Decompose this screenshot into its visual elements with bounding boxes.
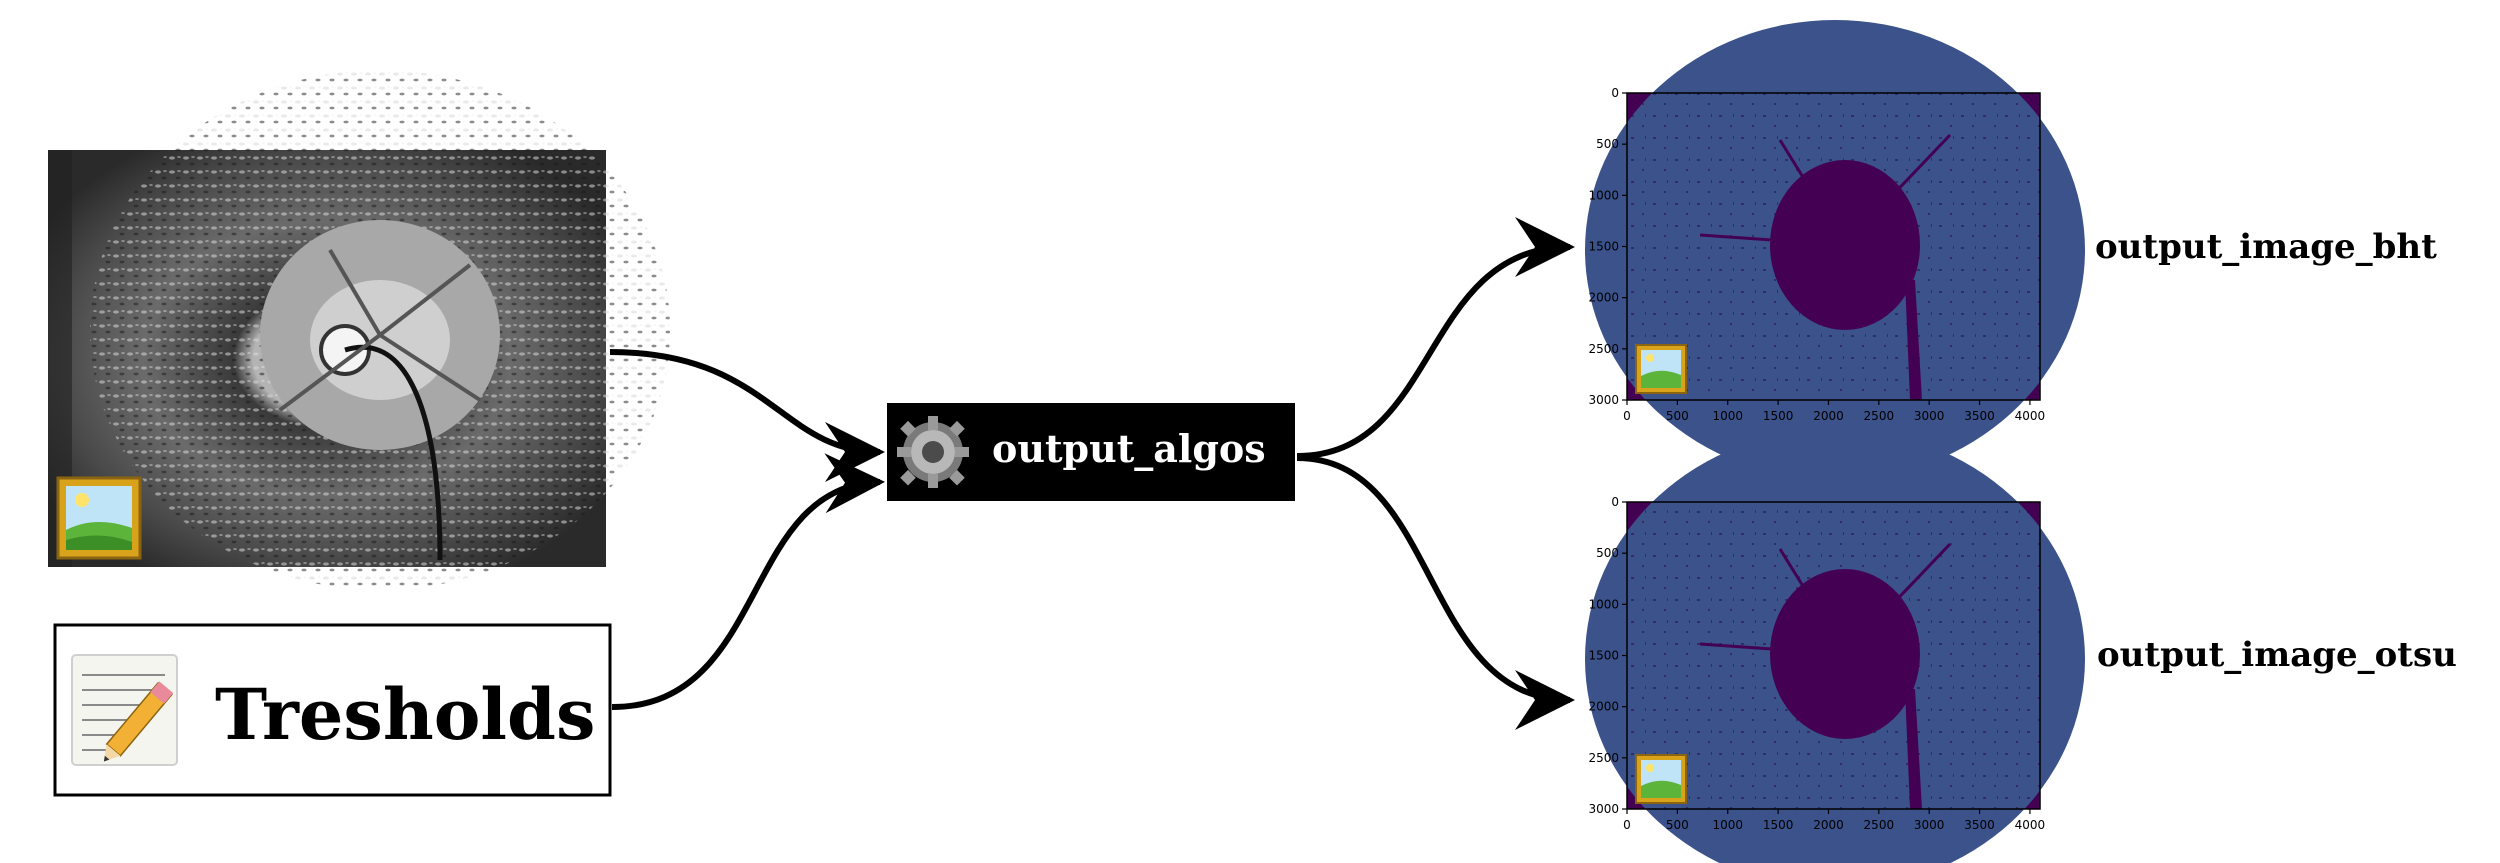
output-bht-plot: 0 500 1000 1500 2000 2500 3000 3500 4000 0 500 1000…: [1585, 20, 2085, 480]
bht-x-tick-label: 4000: [2015, 409, 2046, 423]
bht-y-tick-label: 2500: [1588, 342, 1619, 356]
thresholds-label: Tresholds: [215, 673, 595, 756]
otsu-y-tick-label: 2500: [1588, 751, 1619, 765]
output-otsu-plot: 0 500 1000 1500 2000 2500 3000 3500 4000 0 500 1000…: [1585, 429, 2085, 863]
otsu-x-tick-label: 4000: [2015, 818, 2046, 832]
otsu-y-tick-label: 1500: [1588, 649, 1619, 663]
bht-y-tick-label: 2000: [1588, 291, 1619, 305]
output-bht-axes: 0 500 1000 1500 2000 2500 3000 3500 4000 0 500 1000…: [1588, 86, 2045, 423]
otsu-x-tick-label: 2000: [1813, 818, 1844, 832]
algo-label: output_algos: [992, 426, 1266, 471]
bht-x-tick-label: 2500: [1864, 409, 1895, 423]
bht-x-tick-label: 3500: [1964, 409, 1995, 423]
otsu-x-tick-label: 3500: [1964, 818, 1995, 832]
text-file-pencil-icon: [71, 654, 178, 766]
bht-x-tick-label: 1500: [1763, 409, 1794, 423]
image-file-icon: [1635, 344, 1687, 394]
input-image-node: [48, 70, 670, 590]
bht-x-tick-label: 3000: [1914, 409, 1945, 423]
edges: [609, 217, 1575, 730]
edge-algo-to-bht: [1296, 217, 1575, 459]
image-file-icon: [1635, 754, 1687, 804]
otsu-y-tick-label: 2000: [1588, 700, 1619, 714]
bht-y-tick-label: 1000: [1588, 188, 1619, 202]
bht-x-tick-label: 500: [1666, 409, 1689, 423]
otsu-x-tick-label: 2500: [1864, 818, 1895, 832]
bht-y-tick-label: 500: [1596, 137, 1619, 151]
otsu-y-tick-label: 3000: [1588, 802, 1619, 816]
bht-y-tick-label: 3000: [1588, 393, 1619, 407]
bht-x-tick-label: 0: [1623, 409, 1631, 423]
image-file-icon: [56, 476, 142, 560]
otsu-y-tick-label: 0: [1611, 495, 1619, 509]
otsu-y-tick-label: 1000: [1588, 597, 1619, 611]
output-otsu-axes: 0 500 1000 1500 2000 2500 3000 3500 4000 0 500 1000…: [1588, 495, 2045, 832]
otsu-x-tick-label: 0: [1623, 818, 1631, 832]
output-otsu-label: output_image_otsu: [2097, 635, 2457, 675]
gear-icon: [897, 416, 969, 488]
otsu-x-tick-label: 500: [1666, 818, 1689, 832]
otsu-x-tick-label: 3000: [1914, 818, 1945, 832]
otsu-x-tick-label: 1000: [1712, 818, 1743, 832]
edge-algo-to-otsu: [1296, 455, 1575, 730]
otsu-x-tick-label: 1500: [1763, 818, 1794, 832]
bht-y-tick-label: 0: [1611, 86, 1619, 100]
bht-x-tick-label: 1000: [1712, 409, 1743, 423]
edge-thresholds-to-algo: [611, 453, 885, 710]
bht-y-tick-label: 1500: [1588, 240, 1619, 254]
edge-image-to-algo: [609, 349, 885, 482]
bht-x-tick-label: 2000: [1813, 409, 1844, 423]
output-bht-label: output_image_bht: [2095, 227, 2437, 267]
otsu-y-tick-label: 500: [1596, 546, 1619, 560]
